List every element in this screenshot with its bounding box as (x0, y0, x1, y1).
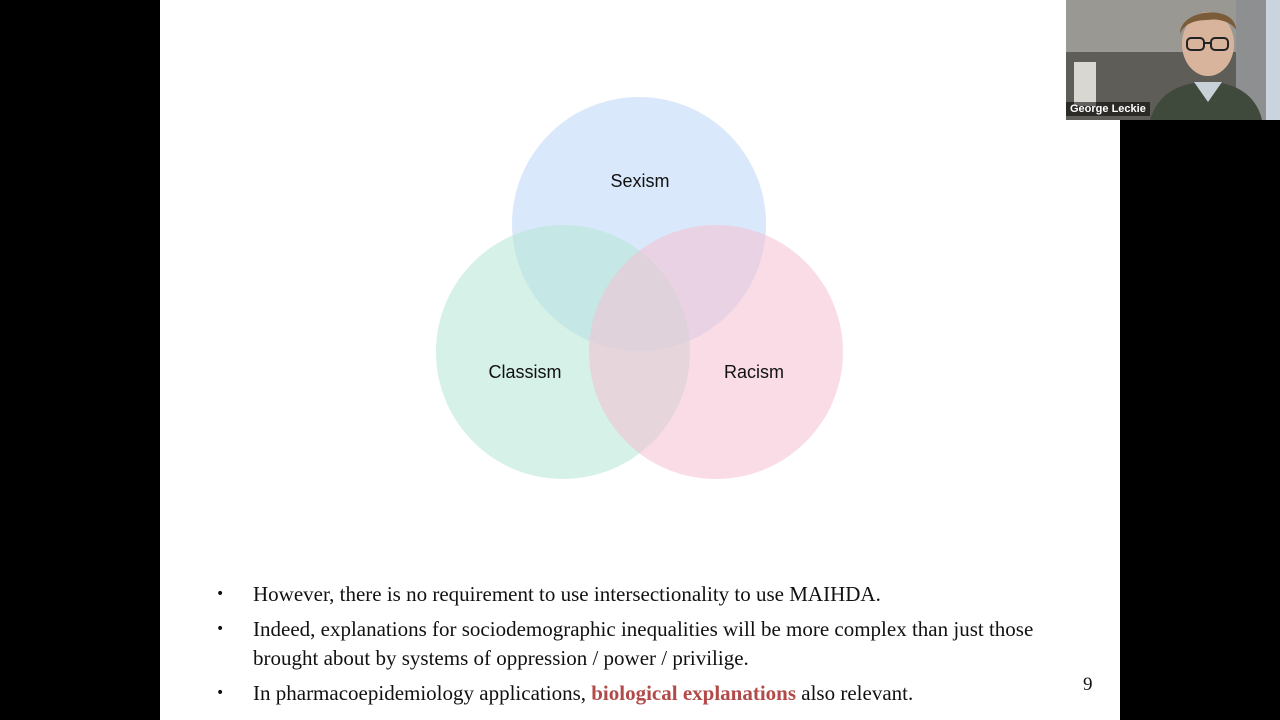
bullet-text: Indeed, explanations for sociodemographi… (253, 617, 1034, 670)
bullet-list: • However, there is no requirement to us… (212, 580, 1092, 714)
venn-label-sexism: Sexism (610, 171, 669, 191)
presentation-slide: Sexism Classism Racism • However, there … (160, 0, 1120, 720)
bullet-highlight: biological explanations (591, 681, 797, 705)
bullet-text: However, there is no requirement to use … (253, 582, 881, 606)
venn-label-racism: Racism (724, 362, 784, 382)
slide-page-number: 9 (1083, 674, 1093, 695)
bullet-item: • However, there is no requirement to us… (212, 580, 1092, 609)
venn-diagram: Sexism Classism Racism (436, 97, 843, 479)
bullet-text-before: In pharmacoepidemiology applications, (253, 681, 592, 705)
venn-circle-racism (589, 225, 843, 479)
bullet-item: • In pharmacoepidemiology applications, … (212, 679, 1092, 708)
bullet-item: • Indeed, explanations for sociodemograp… (212, 615, 1092, 673)
bullet-marker: • (216, 586, 225, 602)
venn-label-classism: Classism (488, 362, 561, 382)
bullet-marker: • (216, 621, 225, 637)
participant-video-tile[interactable]: George Leckie (1066, 0, 1280, 120)
participant-name-label: George Leckie (1066, 102, 1150, 116)
bullet-marker: • (216, 685, 225, 701)
bullet-text-after: also relevant. (796, 681, 914, 705)
